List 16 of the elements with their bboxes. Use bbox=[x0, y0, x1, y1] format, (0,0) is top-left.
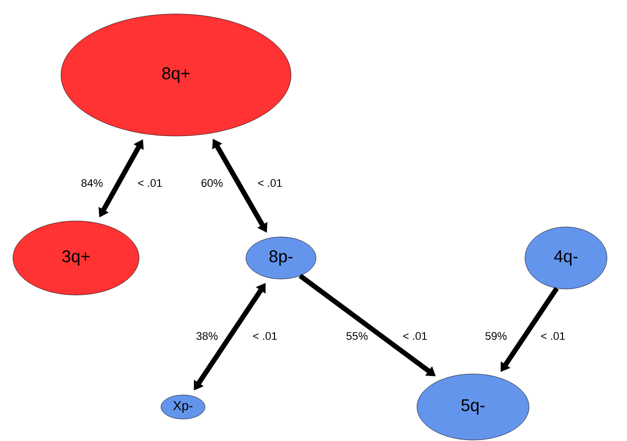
ellipse-node: 8p- bbox=[246, 236, 316, 280]
ellipse-node: Xp- bbox=[160, 394, 206, 420]
p-value-label: < .01 bbox=[256, 178, 284, 188]
ellipse-node: 3q+ bbox=[12, 220, 140, 296]
edge-label: 55% bbox=[345, 331, 369, 341]
p-value-label: < .01 bbox=[136, 178, 164, 188]
edge-label: 59% bbox=[484, 331, 508, 341]
ellipse-node: 5q- bbox=[416, 374, 530, 440]
ellipse-node: 4q- bbox=[524, 226, 608, 290]
edge-label: 60% bbox=[200, 178, 224, 188]
p-value-label: < .01 bbox=[252, 331, 278, 341]
edge-label: 38% bbox=[195, 331, 219, 341]
p-value-label: < .01 bbox=[540, 331, 566, 341]
ellipse-node: 8q+ bbox=[60, 14, 292, 136]
p-value-label: < .01 bbox=[402, 331, 428, 341]
edge-label: 84% bbox=[80, 178, 104, 188]
